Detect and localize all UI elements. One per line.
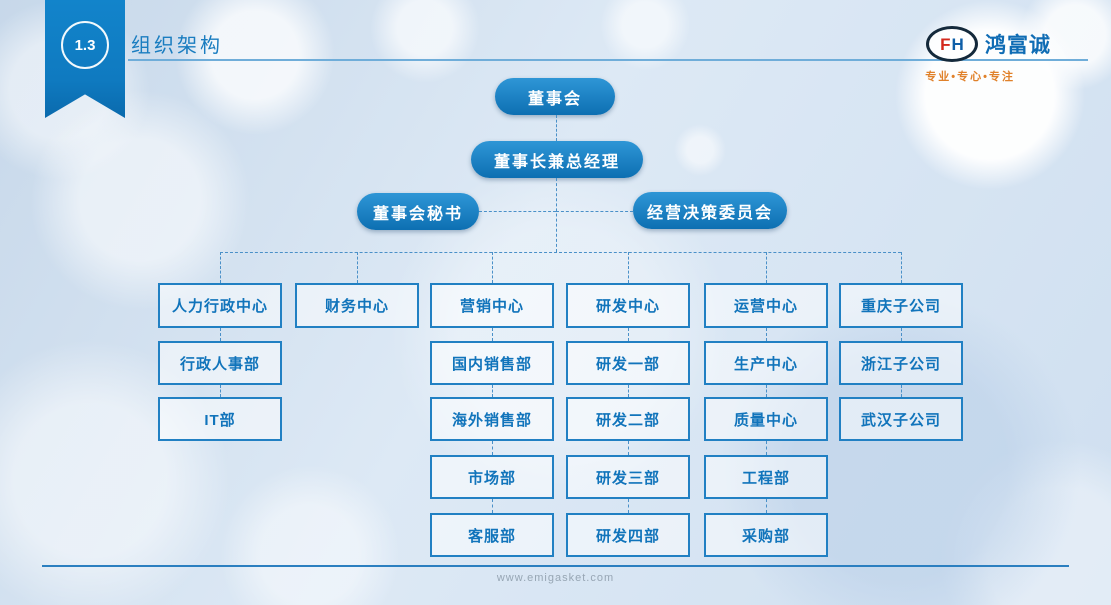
org-node-board-secretary: 董事会秘书: [357, 193, 479, 230]
org-node-hr-admin-center: 人力行政中心: [158, 283, 282, 328]
org-node-rd-dept-2: 研发二部: [566, 397, 690, 441]
connector: [492, 252, 493, 283]
connector: [556, 115, 557, 141]
org-node-board-of-directors: 董事会: [495, 78, 615, 115]
org-node-rd-dept-3: 研发三部: [566, 455, 690, 499]
connector: [220, 252, 901, 253]
company-slogan: 专业•专心•专注: [925, 71, 1015, 83]
org-node-chairman-gm: 董事长兼总经理: [471, 141, 643, 178]
org-node-rd-dept-1: 研发一部: [566, 341, 690, 385]
connector: [766, 252, 767, 283]
connector: [492, 499, 493, 513]
org-node-decision-committee: 经营决策委员会: [633, 192, 787, 229]
org-node-admin-hr-dept: 行政人事部: [158, 341, 282, 385]
connector: [220, 252, 221, 283]
org-node-purchasing-dept: 采购部: [704, 513, 828, 557]
org-node-customer-service-dept: 客服部: [430, 513, 554, 557]
company-name: 鸿富诚: [985, 34, 1051, 57]
connector: [628, 441, 629, 455]
section-number: 1.3: [74, 36, 96, 54]
org-node-finance-center: 财务中心: [295, 283, 419, 328]
org-node-operations-center: 运营中心: [704, 283, 828, 328]
org-node-quality-center: 质量中心: [704, 397, 828, 441]
connector: [901, 385, 902, 397]
footer-divider: [42, 565, 1069, 567]
connector: [479, 211, 556, 212]
org-node-production-center: 生产中心: [704, 341, 828, 385]
connector: [628, 385, 629, 397]
org-node-chongqing-subsidiary: 重庆子公司: [839, 283, 963, 328]
org-node-wuhan-subsidiary: 武汉子公司: [839, 397, 963, 441]
connector: [766, 499, 767, 513]
logo-letter-f: F: [940, 34, 951, 54]
connector: [628, 328, 629, 341]
connector: [556, 211, 633, 212]
org-node-rd-center: 研发中心: [566, 283, 690, 328]
section-number-badge: 1.3: [61, 21, 109, 69]
connector: [628, 499, 629, 513]
org-node-rd-dept-4: 研发四部: [566, 513, 690, 557]
connector: [220, 385, 221, 397]
logo-letter-h: H: [951, 34, 964, 54]
org-node-it-dept: IT部: [158, 397, 282, 441]
org-node-engineering-dept: 工程部: [704, 455, 828, 499]
connector: [766, 441, 767, 455]
connector: [357, 252, 358, 283]
page-title: 组织架构: [131, 35, 223, 57]
org-node-zhejiang-subsidiary: 浙江子公司: [839, 341, 963, 385]
connector: [220, 328, 221, 341]
header-divider: [128, 59, 1088, 61]
connector: [492, 328, 493, 341]
connector: [492, 441, 493, 455]
connector: [628, 252, 629, 283]
footer-url: www.emigasket.com: [496, 572, 615, 584]
org-node-overseas-sales-dept: 海外销售部: [430, 397, 554, 441]
connector: [901, 328, 902, 341]
connector: [766, 385, 767, 397]
connector: [901, 252, 902, 283]
org-node-domestic-sales-dept: 国内销售部: [430, 341, 554, 385]
connector: [556, 178, 557, 252]
org-node-marketing-center: 营销中心: [430, 283, 554, 328]
org-node-market-dept: 市场部: [430, 455, 554, 499]
connector: [766, 328, 767, 341]
section-ribbon: 1.3: [45, 0, 125, 118]
connector: [492, 385, 493, 397]
